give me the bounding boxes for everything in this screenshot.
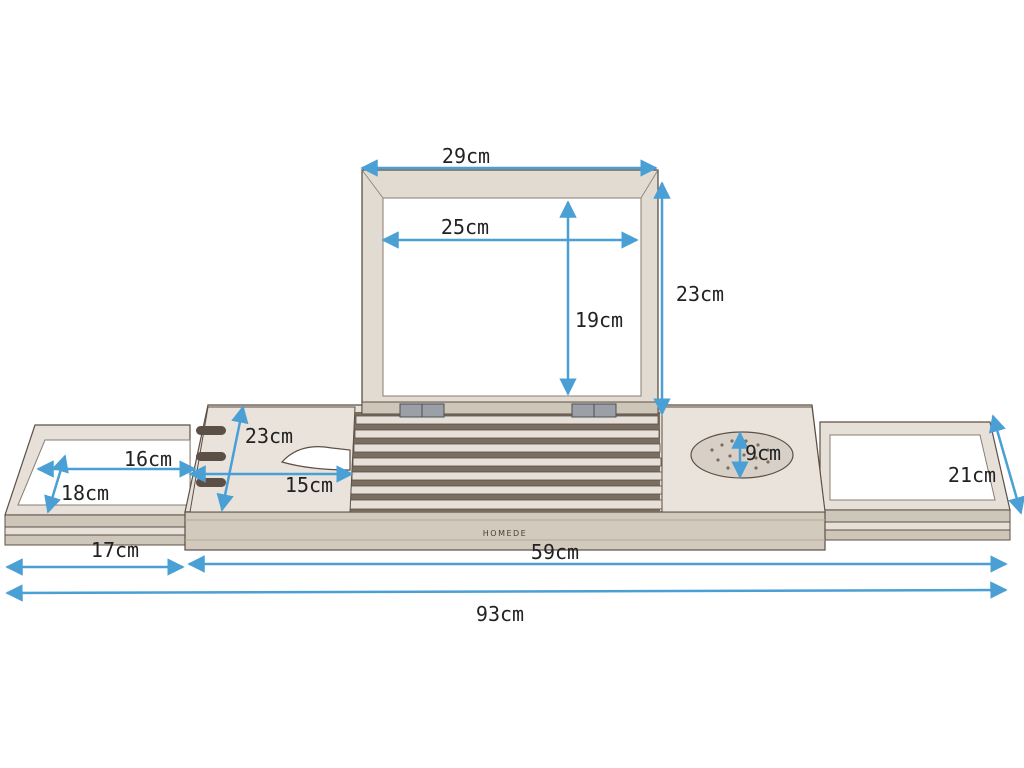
- right-extension-depth-arrow: [988, 414, 1024, 515]
- hinge-right: [571, 403, 617, 418]
- total-length-label: 93cm: [476, 602, 524, 626]
- center-depth-arrow: [216, 405, 249, 512]
- left-extension-length-label: 17cm: [91, 538, 139, 562]
- center-depth-label: 23cm: [245, 424, 293, 448]
- book-stand: [361, 169, 659, 418]
- bath-caddy-illustration: HOMEDE: [4, 169, 1011, 551]
- hinge-left: [399, 403, 445, 418]
- stand-height-label: 23cm: [676, 282, 724, 306]
- stand-inner-width-label: 25cm: [441, 215, 489, 239]
- total-length-arrow: [5, 581, 1008, 602]
- right-extension-depth-label: 21cm: [948, 463, 996, 487]
- left-extension-depth-arrow: [44, 454, 69, 514]
- cutout-width-label: 15cm: [285, 473, 333, 497]
- stand-inner-height-label: 19cm: [575, 308, 623, 332]
- left-extension-width-label: 16cm: [124, 447, 172, 471]
- left-extension-depth-label: 18cm: [61, 481, 109, 505]
- stand-width-label: 29cm: [442, 144, 490, 168]
- center-length-label: 59cm: [531, 540, 579, 564]
- soap-dish-label: 9cm: [745, 441, 781, 465]
- tray-slats: [349, 412, 665, 512]
- right-extension-arm: [819, 421, 1011, 541]
- brand-logo-text: HOMEDE: [483, 529, 527, 538]
